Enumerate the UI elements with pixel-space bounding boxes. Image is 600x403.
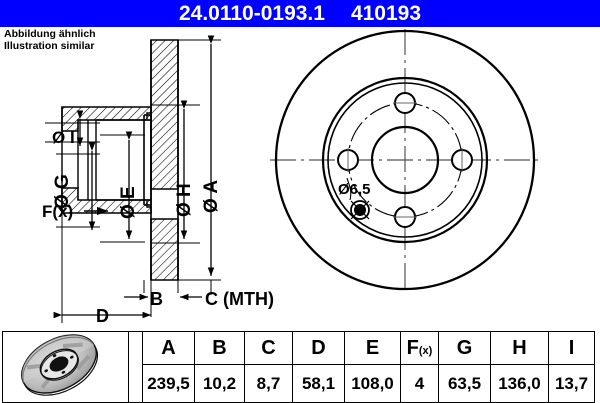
label-fx: F(x) (42, 202, 73, 221)
centerlines (270, 29, 540, 293)
table-header-c: C (244, 330, 293, 366)
technical-drawing: Ø I Ø G Ø E Ø H (0, 27, 600, 330)
table-header-i: I (548, 330, 595, 366)
table-value-c: 8,7 (244, 364, 293, 403)
table-value-i: 13,7 (548, 364, 595, 403)
mth-hole (350, 200, 370, 220)
table-value-e: 108,0 (344, 364, 401, 403)
table-value-row: 239,5 10,2 8,7 58,1 108,0 4 63,5 136,0 1… (3, 364, 595, 403)
note-line-de: Abbildung ähnlich (4, 28, 96, 40)
header-banner: 24.0110-0193.1 410193 (0, 0, 600, 27)
bolt-hole (393, 206, 417, 228)
dimension-b: B (124, 289, 163, 309)
label-dia-i: Ø I (52, 128, 75, 147)
table-header-f-sub: (x) (418, 344, 433, 357)
table-header-d: D (292, 330, 345, 366)
illustration-note: Abbildung ähnlich Illustration similar (4, 28, 164, 52)
callout-fx: F(x) (42, 202, 108, 221)
dimension-dia-a: Ø A (178, 35, 222, 281)
bolt-hole (337, 148, 359, 172)
bolt-hole (451, 148, 473, 172)
label-d: D (96, 306, 109, 326)
bottom-extension-lines (61, 213, 212, 323)
table-header-a: A (142, 330, 195, 366)
dimension-dia-e: Ø E (100, 131, 145, 243)
label-hole-callout: Ø6,5 (338, 181, 371, 198)
table-value-h: 136,0 (490, 364, 549, 403)
table-value-a: 239,5 (142, 364, 195, 403)
note-line-en: Illustration similar (4, 39, 95, 52)
table-header-h: H (490, 330, 549, 366)
friction-ring-circle-inner (327, 82, 483, 238)
section-lower-ring (150, 218, 179, 281)
dimension-c-mth: C (MTH) (180, 289, 274, 309)
specification-table: A B C D E F(x) G H I 239,5 10,2 8,7 58,1… (2, 330, 595, 403)
table-header-e: E (344, 330, 401, 366)
reference-number: 410193 (350, 2, 422, 25)
section-upper-flange (61, 106, 152, 132)
table-value-b: 10,2 (194, 364, 245, 403)
table-spacer-cell (128, 331, 143, 403)
label-b: B (150, 289, 163, 309)
table-header-f-letter: F (406, 336, 419, 359)
table-header-f: F(x) (400, 330, 439, 366)
center-bore-circle (370, 125, 440, 195)
table-header-row: A B C D E F(x) G H I (2, 330, 595, 403)
brake-disc-thumbnail (3, 332, 128, 402)
table-header-g: G (438, 330, 491, 366)
dimension-d: D (53, 306, 151, 326)
section-upper-ring (150, 39, 179, 190)
section-step-notches (146, 112, 151, 208)
label-dia-e: Ø E (118, 186, 139, 219)
label-dia-a: Ø A (201, 180, 222, 213)
front-view: Ø6,5 (270, 29, 540, 293)
label-dia-g: Ø G (52, 174, 73, 209)
friction-ring-circle-outer (321, 76, 489, 244)
label-c: C (MTH) (205, 289, 274, 309)
dimension-dia-i: Ø I (45, 110, 100, 147)
table-value-d: 58,1 (292, 364, 345, 403)
dimension-dia-g: Ø G (52, 142, 100, 230)
section-bore-lines (61, 107, 97, 213)
section-view: Ø I Ø G Ø E Ø H (42, 35, 274, 326)
outer-diameter-circle (274, 29, 536, 291)
bolt-hole (393, 92, 417, 114)
table-value-f: 4 (400, 364, 439, 403)
table-value-g: 63,5 (438, 364, 491, 403)
label-dia-h: Ø H (174, 183, 195, 217)
table-header-b: B (194, 330, 245, 366)
header-title: 24.0110-0193.1 410193 (179, 3, 421, 24)
thumbnail-cell (2, 331, 129, 403)
part-number: 24.0110-0193.1 (178, 2, 325, 25)
mth-hole-leader (346, 177, 352, 201)
dimension-dia-h: Ø H (151, 100, 200, 244)
